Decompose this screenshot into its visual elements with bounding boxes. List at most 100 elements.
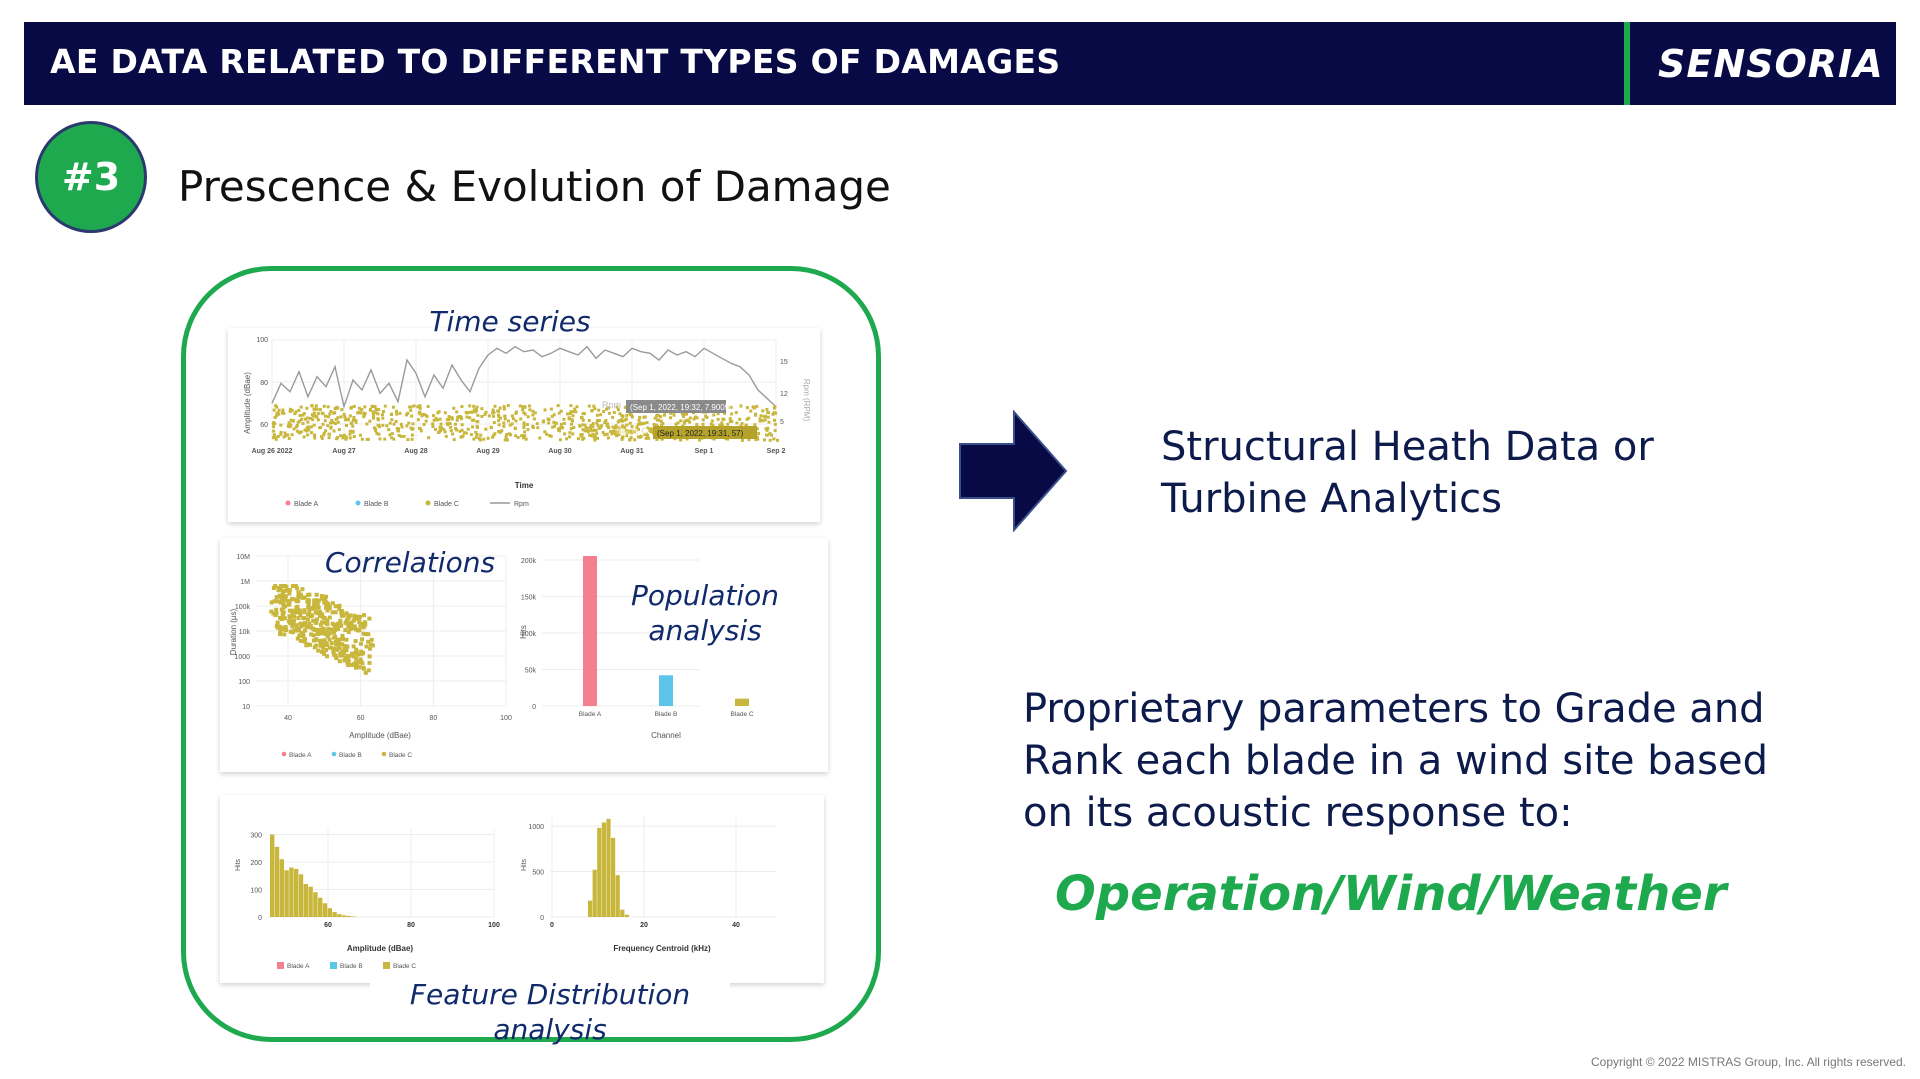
blade-c-point xyxy=(329,426,333,430)
corr-ytick: 10 xyxy=(242,704,250,711)
blade-c-point xyxy=(722,417,726,421)
blade-c-point xyxy=(290,624,295,629)
blade-c-point xyxy=(623,418,627,422)
blade-c-point xyxy=(303,637,308,642)
blade-c-point xyxy=(360,437,364,441)
blade-c-point xyxy=(348,436,352,440)
blade-c-point xyxy=(348,414,352,418)
blade-c-point xyxy=(477,436,481,440)
blade-c-point xyxy=(730,405,734,409)
legend-swatch-blade-c xyxy=(425,500,431,506)
blade-c-point xyxy=(762,415,766,419)
blade-c-point xyxy=(442,427,446,431)
blade-c-point xyxy=(632,430,636,434)
blade-c-point xyxy=(283,625,288,630)
blade-c-point xyxy=(344,611,349,616)
blade-c-point xyxy=(738,417,742,421)
blade-c-point xyxy=(603,433,607,437)
blade-c-point xyxy=(366,632,371,637)
blade-c-point xyxy=(604,419,608,422)
blade-c-point xyxy=(316,605,321,610)
blade-c-point xyxy=(363,412,367,416)
blade-c-point xyxy=(337,659,342,664)
blade-c-point xyxy=(649,427,653,431)
blade-c-point xyxy=(377,432,381,436)
blade-c-point xyxy=(334,647,339,652)
blade-c-point xyxy=(306,599,311,603)
legend-swatch-blade-c xyxy=(381,751,387,757)
corr-xtick: 80 xyxy=(429,715,437,722)
blade-c-point xyxy=(455,418,459,422)
blade-c-point xyxy=(505,433,509,437)
rpm-line xyxy=(271,345,777,410)
amp-legend-blade-c: Blade C xyxy=(393,963,416,970)
blade-c-point xyxy=(281,610,286,615)
blade-c-point xyxy=(280,593,285,598)
blade-c-point xyxy=(352,624,357,629)
blade-c-point xyxy=(273,436,277,439)
blade-c-point xyxy=(447,415,451,419)
blade-c-point xyxy=(371,412,375,416)
blade-c-point xyxy=(456,415,460,419)
blade-c-point xyxy=(410,437,414,441)
blade-c-point xyxy=(514,434,518,438)
blade-c-point xyxy=(486,436,490,440)
blade-c-point xyxy=(618,412,622,416)
blade-c-point xyxy=(353,639,358,644)
amplitude-bar xyxy=(308,886,313,917)
blade-c-point xyxy=(295,429,299,433)
blade-c-point xyxy=(282,595,287,600)
corr-ytick: 100k xyxy=(235,604,251,611)
blade-c-point xyxy=(626,431,630,434)
blade-c-point xyxy=(609,430,613,433)
blade-c-point xyxy=(747,416,751,420)
blade-c-point xyxy=(498,406,502,410)
blade-c-point xyxy=(313,433,316,437)
amp-xtick: 60 xyxy=(324,922,332,929)
blade-c-point xyxy=(303,428,307,432)
blade-c-point xyxy=(340,636,345,641)
slide-title: AE DATA RELATED TO DIFFERENT TYPES OF DA… xyxy=(50,42,1061,81)
blade-c-point xyxy=(287,591,292,596)
blade-c-point xyxy=(704,414,708,418)
blade-c-point xyxy=(492,421,496,424)
blade-c-point xyxy=(597,408,601,412)
amplitude-bar xyxy=(303,884,308,917)
blade-c-point xyxy=(320,645,325,650)
blade-c-point xyxy=(314,620,319,625)
blade-c-point xyxy=(374,408,378,411)
blade-c-point xyxy=(399,422,403,426)
blade-c-point xyxy=(567,417,571,421)
blade-c-point xyxy=(659,415,663,419)
blade-c-point xyxy=(514,411,518,415)
blade-c-point xyxy=(623,425,627,429)
blade-c-point xyxy=(580,416,583,420)
blade-c-point xyxy=(450,417,454,421)
blade-c-point xyxy=(523,434,527,438)
blade-c-point xyxy=(309,613,313,618)
operation-wind-weather: Operation/Wind/Weather xyxy=(1055,866,1727,922)
blade-c-point xyxy=(363,623,368,628)
blade-c-point xyxy=(472,408,476,412)
blade-c-point xyxy=(337,606,342,611)
blade-c-point xyxy=(434,427,437,431)
blade-c-point xyxy=(354,649,359,654)
blade-c-point xyxy=(340,408,344,412)
blade-c-point xyxy=(499,416,502,420)
blade-c-point xyxy=(273,613,278,618)
blade-c-point xyxy=(446,423,450,427)
blade-c-point xyxy=(328,412,332,416)
blade-c-point xyxy=(644,436,648,440)
blade-c-point xyxy=(589,426,592,429)
blade-c-point xyxy=(394,420,398,423)
blade-c-point xyxy=(573,407,577,411)
step-number: #3 xyxy=(61,155,121,199)
blade-c-point xyxy=(502,424,506,428)
blade-c-point xyxy=(307,428,311,432)
step-badge: #3 xyxy=(35,121,147,233)
blade-c-point xyxy=(305,617,310,622)
blade-c-point xyxy=(307,621,312,626)
blade-c-point xyxy=(551,425,555,429)
blade-c-point xyxy=(439,422,443,426)
